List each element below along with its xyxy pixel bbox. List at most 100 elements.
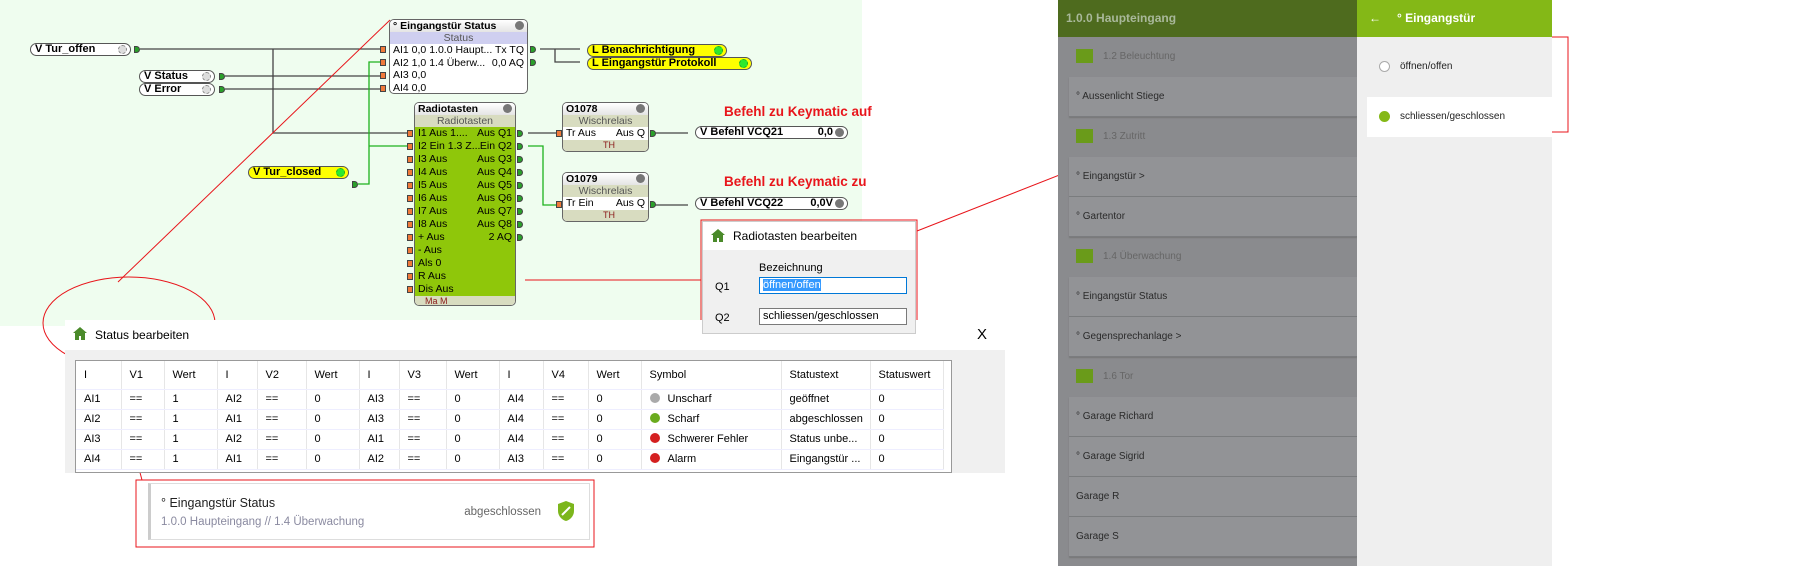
input-pin[interactable] [407, 260, 413, 267]
input-pin[interactable] [380, 72, 386, 79]
table-cell[interactable]: == [257, 449, 307, 470]
radio-option[interactable]: öffnen/offen [1357, 47, 1552, 87]
q1-input[interactable]: öffnen/offen [759, 277, 907, 294]
table-cell[interactable]: 0 [588, 449, 642, 470]
table-cell[interactable]: AI4 [76, 449, 122, 470]
input-pin[interactable] [407, 234, 413, 241]
output-pin[interactable] [517, 156, 523, 163]
table-cell[interactable]: == [543, 409, 589, 430]
var-tur-closed[interactable]: V Tur_closed [248, 166, 349, 179]
input-pin[interactable] [407, 286, 413, 293]
var-protokoll[interactable]: L Eingangstür Protokoll [587, 57, 752, 70]
table-cell[interactable]: AI2 [217, 429, 258, 450]
table-cell[interactable]: == [121, 429, 165, 450]
list-item[interactable]: Garage S [1069, 517, 1357, 557]
var-benachrichtigung[interactable]: L Benachrichtigung [587, 44, 727, 57]
list-item[interactable]: ° Gegensprechanlage > [1069, 317, 1357, 357]
back-arrow-icon[interactable]: ← [1369, 11, 1381, 25]
var-status[interactable]: V Status [139, 70, 215, 83]
table-cell[interactable]: AI1 [217, 409, 258, 430]
input-pin[interactable] [556, 201, 562, 208]
input-pin[interactable] [556, 130, 562, 137]
table-cell[interactable]: Eingangstür ... [781, 449, 871, 470]
list-item[interactable]: ° Gartentor [1069, 197, 1357, 237]
status-block[interactable]: ° Eingangstür Status Status AI1 0,0 1.0.… [389, 19, 528, 94]
list-item[interactable]: ° Eingangstür > [1069, 157, 1357, 197]
table-cell[interactable]: AI2 [76, 409, 122, 430]
output-pin[interactable] [134, 46, 140, 53]
input-pin[interactable] [407, 182, 413, 189]
table-cell[interactable]: == [543, 449, 589, 470]
table-cell[interactable]: AI1 [359, 429, 400, 450]
var-tur-offen[interactable]: V Tur_offen [30, 43, 131, 56]
table-cell[interactable]: Alarm [641, 449, 782, 470]
table-cell[interactable]: 0 [446, 389, 500, 410]
table-cell[interactable]: AI4 [499, 389, 544, 410]
table-cell[interactable]: Status unbe... [781, 429, 871, 450]
table-cell[interactable]: AI2 [359, 449, 400, 470]
table-cell[interactable]: 0 [446, 409, 500, 430]
input-pin[interactable] [407, 156, 413, 163]
table-cell[interactable]: 0 [588, 409, 642, 430]
table-cell[interactable]: 0 [870, 389, 944, 410]
table-cell[interactable]: 1 [164, 429, 218, 450]
table-cell[interactable]: AI4 [499, 429, 544, 450]
table-cell[interactable]: 0 [446, 449, 500, 470]
table-cell[interactable]: 0 [306, 429, 360, 450]
radiotasten-block[interactable]: Radiotasten Radiotasten I1 Aus 1....Aus … [414, 102, 516, 306]
list-item[interactable]: ° Garage Sigrid [1069, 437, 1357, 477]
input-pin[interactable] [407, 273, 413, 280]
list-item[interactable]: ° Aussenlicht Stiege [1069, 77, 1357, 117]
var-error[interactable]: V Error [139, 83, 215, 96]
table-cell[interactable]: == [257, 409, 307, 430]
close-button[interactable]: X [976, 326, 987, 343]
table-cell[interactable]: == [121, 389, 165, 410]
input-pin[interactable] [407, 208, 413, 215]
table-cell[interactable]: == [399, 429, 447, 450]
input-pin[interactable] [407, 169, 413, 176]
input-pin[interactable] [407, 195, 413, 202]
table-cell[interactable]: 0 [870, 429, 944, 450]
output-pin[interactable] [352, 181, 358, 188]
table-cell[interactable]: Scharf [641, 409, 782, 430]
table-cell[interactable]: 0 [870, 409, 944, 430]
table-cell[interactable]: AI2 [217, 389, 258, 410]
table-cell[interactable]: Unscharf [641, 389, 782, 410]
table-cell[interactable]: == [543, 429, 589, 450]
output-pin[interactable] [517, 182, 523, 189]
output-pin[interactable] [517, 195, 523, 202]
table-cell[interactable]: AI3 [499, 449, 544, 470]
output-pin[interactable] [517, 169, 523, 176]
table-cell[interactable]: 0 [588, 389, 642, 410]
list-item[interactable]: ° Eingangstür Status [1069, 277, 1357, 317]
output-pin[interactable] [530, 46, 536, 53]
table-cell[interactable]: 1 [164, 389, 218, 410]
table-cell[interactable]: 0 [870, 449, 944, 470]
table-cell[interactable]: geöffnet [781, 389, 871, 410]
table-cell[interactable]: == [399, 389, 447, 410]
table-cell[interactable]: AI1 [217, 449, 258, 470]
table-cell[interactable]: == [257, 389, 307, 410]
list-item[interactable]: Garage R [1069, 477, 1357, 517]
table-cell[interactable]: AI1 [76, 389, 122, 410]
output-pin[interactable] [517, 143, 523, 150]
input-pin[interactable] [407, 247, 413, 254]
table-cell[interactable]: == [399, 449, 447, 470]
output-pin[interactable] [517, 208, 523, 215]
status-card[interactable]: ° Eingangstür Status 1.0.0 Haupteingang … [148, 483, 590, 540]
list-item[interactable]: ° Garage Richard [1069, 397, 1357, 437]
output-pin[interactable] [517, 130, 523, 137]
table-cell[interactable]: == [257, 429, 307, 450]
table-cell[interactable]: AI4 [499, 409, 544, 430]
input-pin[interactable] [407, 143, 413, 150]
table-cell[interactable]: 0 [306, 409, 360, 430]
table-cell[interactable]: abgeschlossen [781, 409, 871, 430]
radio-option[interactable]: schliessen/geschlossen [1367, 97, 1552, 137]
